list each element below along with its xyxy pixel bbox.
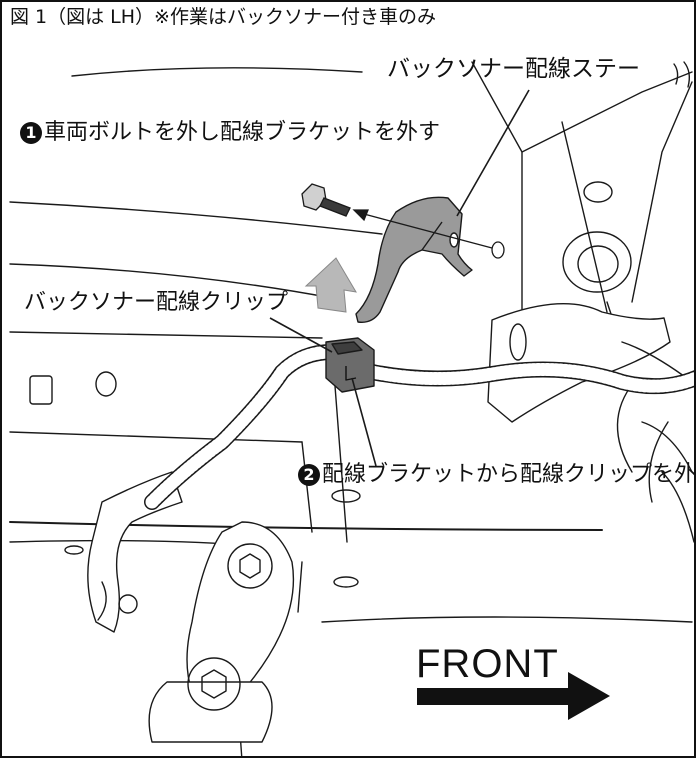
- front-label: FRONT: [416, 642, 559, 686]
- arm-nut-lower: [201, 669, 227, 699]
- panel-line: [9, 263, 333, 299]
- arm-edge: [297, 561, 303, 613]
- member-edge: [631, 81, 693, 303]
- wiring-harness: [144, 344, 694, 510]
- arm-bushing-upper: [227, 543, 273, 589]
- frame-edge: [9, 521, 603, 531]
- vehicle-bolt: [301, 183, 351, 217]
- panel-line: [321, 616, 693, 623]
- panel-line: [9, 201, 383, 235]
- member-edge: [521, 71, 693, 153]
- front-direction-arrow: [417, 672, 610, 720]
- panel-hole: [331, 489, 361, 503]
- member-edge: [661, 471, 694, 543]
- connector-hole: [118, 594, 138, 614]
- panel-line: [71, 67, 363, 77]
- suspension-arm: [186, 521, 295, 693]
- panel-line: [9, 431, 303, 443]
- step-2-text: 配線ブラケットから配線クリップを外す: [322, 462, 696, 487]
- member-boss-inner: [577, 245, 619, 283]
- member-edge: [561, 121, 608, 313]
- member-hole: [583, 181, 613, 203]
- removal-arrow: [352, 209, 505, 259]
- step-1-text: 車両ボルトを外し配線ブラケットを外す: [44, 120, 441, 145]
- leader-lines: [269, 89, 530, 467]
- member-edge: [683, 61, 691, 88]
- leader-clip: [269, 317, 333, 353]
- step-2-badge: 2: [298, 464, 320, 486]
- panel-line: [9, 331, 323, 339]
- wiring-stay-bracket: [355, 196, 473, 323]
- figure-title: 図 1（図は LH）※作業はバックソナー付き車のみ: [10, 6, 436, 28]
- wiring-clip-label: バックソナー配線クリップ: [24, 290, 289, 315]
- member-edge: [673, 63, 679, 85]
- hub-edge: [616, 381, 635, 473]
- step-2-instruction: 2 配線ブラケットから配線クリップを外す: [298, 462, 696, 487]
- panel-round-hole: [95, 371, 117, 397]
- leader-step2: [351, 377, 377, 467]
- arm-bushing-lower: [187, 657, 241, 711]
- member-edge: [471, 61, 523, 323]
- step-1-badge: 1: [20, 122, 42, 144]
- panel-hole: [333, 576, 359, 588]
- wiring-stay-label: バックソナー配線ステー: [387, 56, 640, 82]
- harness-connector: [87, 471, 183, 633]
- step-1-instruction: 1 車両ボルトを外し配線ブラケットを外す: [20, 122, 440, 144]
- hub-edge: [648, 421, 669, 503]
- member-edge: [641, 421, 693, 473]
- connector-detail: [97, 581, 107, 621]
- lift-direction-arrow: [304, 257, 357, 313]
- arm-base: [148, 681, 273, 743]
- leader-stay: [456, 89, 530, 217]
- mount-hole: [509, 323, 527, 361]
- panel-square-hole: [29, 375, 53, 405]
- wiring-clip: [325, 337, 375, 393]
- arm-nut-upper: [239, 553, 261, 579]
- mount-bracket: [487, 303, 671, 423]
- member-boss: [562, 231, 632, 293]
- panel-line: [301, 441, 313, 533]
- panel-hole: [64, 545, 84, 555]
